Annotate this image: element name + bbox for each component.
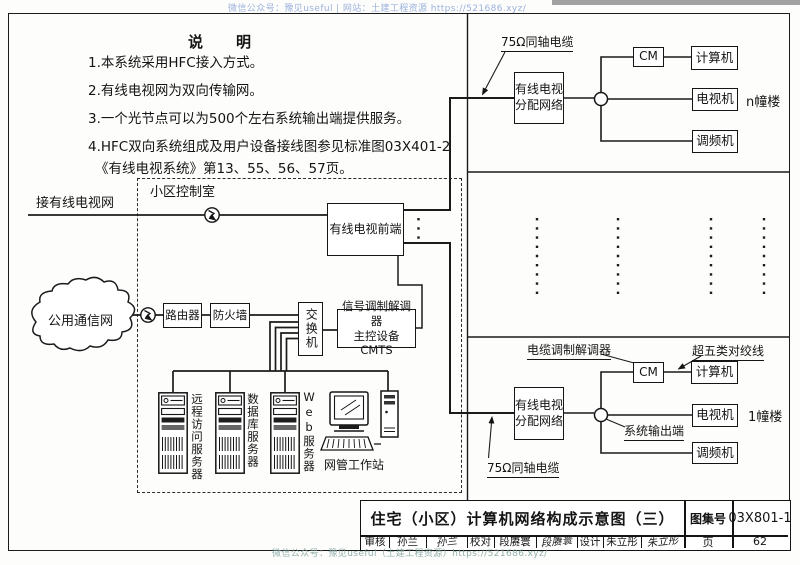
fm-box-n: 调频机 bbox=[692, 130, 738, 153]
switch-server-cables bbox=[172, 321, 389, 392]
cable-modem-callout: 电缆调制解调器 bbox=[527, 341, 612, 360]
surge-arrester-icon bbox=[140, 307, 156, 323]
title-block-divider bbox=[467, 536, 469, 549]
fm-box-1: 调频机 bbox=[692, 442, 738, 464]
title-block-divider bbox=[494, 536, 496, 549]
cmts-line1: 信号调制解调器 bbox=[342, 298, 411, 328]
computer-box-n: 计算机 bbox=[691, 46, 738, 70]
server-tower-icon bbox=[158, 392, 188, 474]
title-block-divider bbox=[389, 536, 391, 549]
design-label: 设计 bbox=[579, 536, 601, 549]
building-n-branches bbox=[563, 56, 692, 142]
cmts-headend-line bbox=[397, 256, 423, 329]
building-1-branches bbox=[563, 371, 692, 454]
title-block-divider bbox=[426, 536, 428, 549]
watermark-bottom: 微信公众号：豫见useful（土建工程资源）https://521686.xyz… bbox=[272, 549, 548, 559]
workstation-label: 网管工作站 bbox=[324, 458, 385, 472]
title-block-divider bbox=[684, 501, 686, 549]
title-block-divider bbox=[536, 536, 538, 549]
review-label: 审核 bbox=[364, 536, 386, 549]
system-output-callout: 系统输出端 bbox=[624, 422, 685, 441]
riser-to-building-n bbox=[403, 97, 514, 211]
scan-artifact bbox=[552, 0, 800, 5]
note-item-3: 3.一个光节点可以为500个左右系统输出端提供服务。 bbox=[88, 111, 411, 127]
designer-signature: 朱立彤 bbox=[646, 534, 679, 550]
tv-box-n: 电视机 bbox=[692, 88, 738, 111]
atlas-number-label: 图集号 bbox=[689, 511, 726, 526]
cloud-icon bbox=[31, 276, 136, 352]
page-label: 页 bbox=[702, 535, 714, 549]
notes-title: 说 明 bbox=[188, 33, 261, 51]
cable-modem-leader bbox=[600, 353, 635, 364]
workstation-icon bbox=[320, 390, 399, 451]
database-server-label: 数据库服务器 bbox=[246, 393, 260, 468]
page-number: 62 bbox=[753, 535, 767, 549]
tap-node-building-n bbox=[593, 91, 609, 107]
note-item-4-cont: 《有线电视系统》第13、55、56、57页。 bbox=[95, 161, 353, 177]
dist-n-line2: 分配网络 bbox=[515, 98, 564, 112]
title-block-divider bbox=[641, 536, 643, 549]
cat5-leader bbox=[677, 355, 702, 370]
coax-1-leader bbox=[487, 416, 495, 459]
drawing-title: 住宅（小区）计算机网络构成示意图（三） bbox=[370, 509, 675, 528]
remote-access-server-label: 远程访问服务器 bbox=[190, 393, 204, 481]
atlas-number-value: 03X801-1 bbox=[728, 510, 792, 526]
building-1-label: 1幢楼 bbox=[748, 410, 783, 425]
reviewer-name: 孙兰 bbox=[397, 536, 418, 549]
coax-label-n: 75Ω同轴电缆 bbox=[501, 33, 574, 52]
distribution-network-box-n: 有线电视 分配网络 bbox=[514, 72, 564, 124]
router-box: 路由器 bbox=[163, 303, 202, 328]
firewall-box: 防火墙 bbox=[210, 303, 250, 328]
control-room-boundary bbox=[137, 178, 462, 493]
title-block: 住宅（小区）计算机网络构成示意图（三） 图集号 03X801-1 审核 孙兰 孙… bbox=[360, 500, 792, 551]
watermark-top: 微信公众号：豫见useful | 网站：土建工程资源 https://52168… bbox=[228, 4, 527, 14]
tap-node-building-1 bbox=[593, 407, 609, 423]
web-server-label: Web服务器 bbox=[302, 390, 316, 473]
coax-label-1: 75Ω同轴电缆 bbox=[487, 459, 560, 478]
note-item-2: 2.有线电视网为双向传输网。 bbox=[88, 83, 263, 99]
title-block-divider bbox=[603, 536, 605, 549]
proofreader-name: 段赓寰 bbox=[499, 536, 531, 549]
proof-label: 校对 bbox=[470, 536, 491, 549]
computer-box-1: 计算机 bbox=[691, 361, 738, 384]
cmts-box: 信号调制解调器 主控设备CMTS bbox=[337, 299, 416, 357]
public-network-label: 公用通信网 bbox=[48, 314, 114, 329]
control-room-label: 小区控制室 bbox=[150, 185, 216, 200]
title-block-divider bbox=[732, 501, 734, 549]
switch-box: 交换机 bbox=[298, 302, 323, 356]
note-item-4: 4.HFC双向系统组成及用户设备接线图参见标准图03X401-2 bbox=[88, 139, 451, 155]
server-tower-icon bbox=[215, 392, 245, 474]
dist-n-line1: 有线电视 bbox=[515, 82, 564, 97]
cable-modem-box-n: CM bbox=[633, 47, 664, 67]
tv-box-1: 电视机 bbox=[692, 404, 738, 427]
output-port-leader bbox=[605, 418, 626, 428]
cmts-line2: 主控设备CMTS bbox=[353, 328, 400, 358]
catv-in-label: 接有线电视网 bbox=[36, 196, 115, 211]
server-tower-icon bbox=[270, 392, 300, 474]
building-n-label: n幢楼 bbox=[746, 95, 781, 110]
cable-modem-box-1: CM bbox=[633, 362, 664, 383]
surge-arrester-icon bbox=[204, 207, 220, 223]
designer-name: 朱立彤 bbox=[606, 536, 638, 549]
catv-headend-box: 有线电视前端 bbox=[327, 203, 404, 256]
note-item-1: 1.本系统采用HFC接入方式。 bbox=[88, 55, 264, 71]
riser-to-building-1 bbox=[403, 242, 514, 414]
cat5-callout: 超五类对绞线 bbox=[692, 342, 765, 361]
dist-1-line2: 分配网络 bbox=[515, 413, 564, 428]
title-block-divider bbox=[577, 536, 579, 549]
title-block-divider bbox=[361, 535, 789, 537]
continuation-dots-icon bbox=[417, 218, 766, 294]
distribution-network-box-1: 有线电视 分配网络 bbox=[514, 387, 564, 440]
coax-n-leader bbox=[482, 51, 506, 96]
section-divider-lines bbox=[466, 13, 789, 500]
dist-1-line1: 有线电视 bbox=[515, 397, 564, 412]
